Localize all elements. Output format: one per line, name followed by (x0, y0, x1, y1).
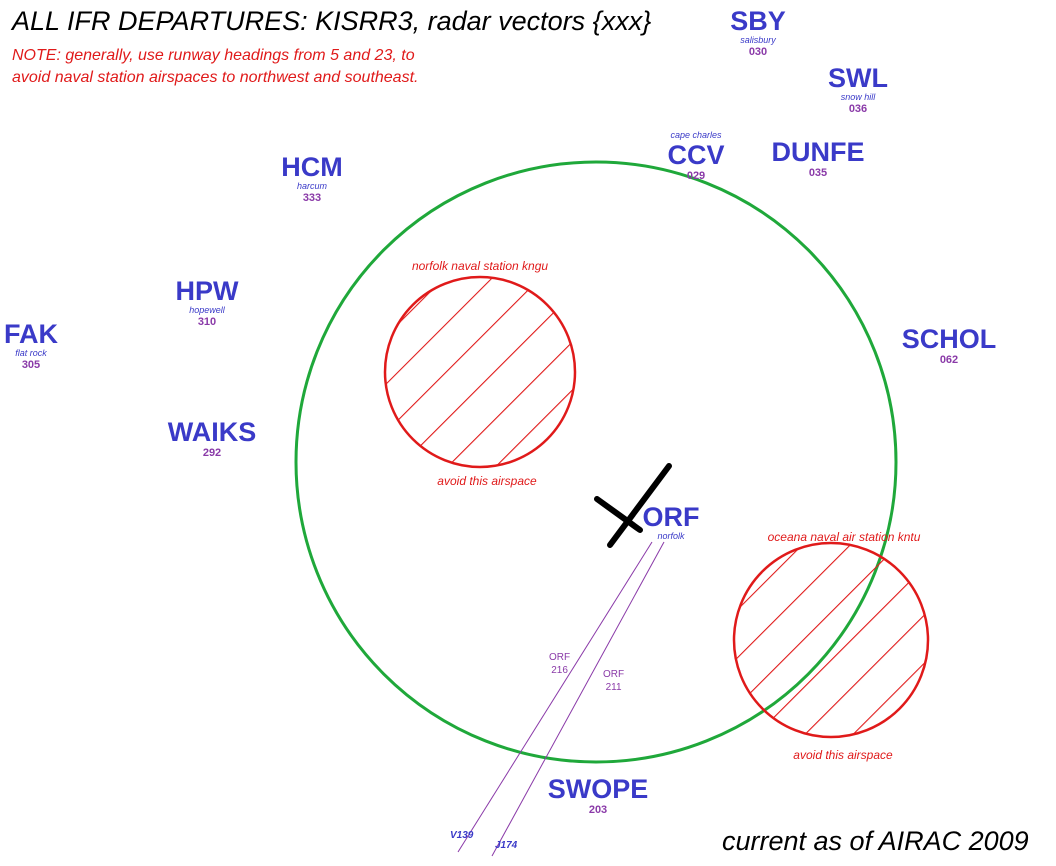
fix-heading: 029 (686, 170, 706, 182)
fix-id: SBY (730, 6, 786, 36)
kntu-airspace-label: oceana naval air station kntu (767, 530, 921, 544)
departure-area-circle (294, 160, 898, 764)
fix-heading: 036 (848, 103, 868, 115)
fix-name: norfolk (657, 531, 685, 541)
airac-footer: current as of AIRAC 2009 (722, 826, 1029, 856)
fix-name: cape charles (670, 130, 722, 140)
radial-value: 211 (605, 682, 622, 693)
fix-heading: 310 (197, 316, 217, 328)
radial-value: 216 (551, 665, 568, 676)
fix-id: DUNFE (771, 137, 865, 167)
fix-heading: 030 (748, 46, 768, 58)
fix-name: hopewell (189, 305, 225, 315)
fix-id: HCM (281, 152, 343, 182)
fix-name: salisbury (740, 35, 776, 45)
radial-211-line (491, 541, 665, 857)
fix-id: CCV (667, 140, 725, 170)
departure-note: NOTE: generally, use runway headings fro… (12, 45, 418, 89)
page-title: ALL IFR DEPARTURES: KISRR3, radar vector… (12, 6, 652, 36)
fix-fak: FAK flat rock 305 (4, 321, 58, 371)
fix-hcm: HCM harcum 333 (281, 154, 343, 204)
fix-id: SCHOL (901, 324, 997, 354)
fix-hpw: HPW hopewell 310 (176, 278, 239, 328)
fix-name: flat rock (15, 348, 47, 358)
fix-sby: SBY salisbury 030 (730, 8, 786, 58)
radial-station: ORF (549, 652, 571, 663)
radial-station: ORF (603, 669, 625, 680)
fix-heading: 333 (302, 192, 322, 204)
fix-name: harcum (296, 181, 327, 191)
orf-airport-mark (594, 463, 672, 548)
fix-id: SWOPE (547, 774, 649, 804)
kntu-airspace-circle (732, 541, 930, 739)
fix-heading: 062 (939, 354, 959, 366)
radial-216-line (457, 541, 653, 853)
radial-211-label: ORF 211 (603, 668, 624, 694)
fix-heading: 035 (808, 167, 828, 179)
fix-id: HPW (175, 276, 239, 306)
airway-v139-label: V139 (450, 830, 474, 841)
fix-id: ORF (642, 502, 700, 532)
kngu-avoid-label: avoid this airspace (437, 474, 537, 488)
fix-swl: SWL snow hill 036 (828, 65, 888, 115)
fix-name: snow hill (840, 92, 876, 102)
fix-id: FAK (4, 319, 58, 349)
note-line-1: NOTE: generally, use runway headings fro… (12, 47, 415, 64)
airway-j174-label: J174 (495, 840, 518, 851)
fix-heading: 203 (588, 804, 608, 816)
kngu-airspace-label: norfolk naval station kngu (411, 259, 549, 273)
fix-schol: SCHOL 062 (902, 326, 997, 366)
fix-id: SWL (828, 63, 888, 93)
radial-216-label: ORF 216 (549, 651, 570, 677)
kntu-avoid-label: avoid this airspace (793, 748, 893, 762)
fix-heading: 292 (202, 447, 222, 459)
fix-heading: 305 (21, 359, 41, 371)
fix-orf: ORF norfolk (643, 504, 700, 541)
fix-waiks: WAIKS 292 (168, 419, 257, 459)
kngu-airspace-circle (383, 275, 577, 469)
fix-ccv: cape charles CCV 029 (667, 131, 724, 182)
fix-id: WAIKS (167, 417, 257, 447)
fix-swope: SWOPE 203 (548, 776, 649, 816)
note-line-2: avoid naval station airspaces to northwe… (12, 69, 419, 86)
fix-dunfe: DUNFE 035 (772, 139, 865, 179)
